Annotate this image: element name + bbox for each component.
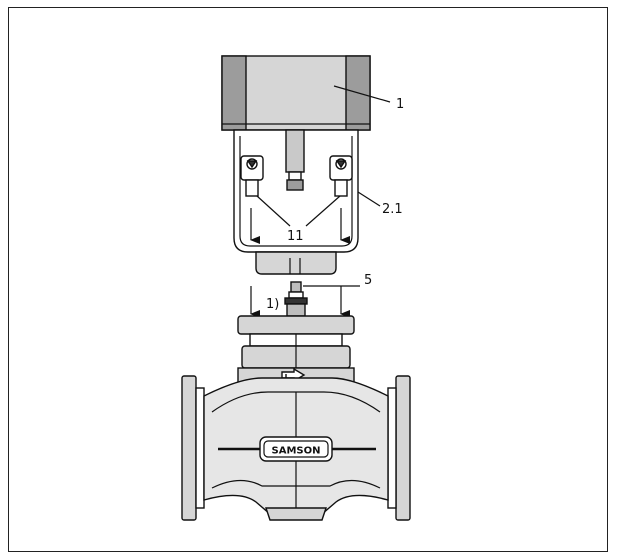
figure-frame [8,7,608,552]
screw-left [240,155,264,197]
yoke [233,129,359,275]
label-footnote-ref: 1) [266,297,279,312]
screw-right [329,155,353,197]
label-screws: 11 [287,229,304,244]
label-actuator: 1 [396,97,404,112]
plug-stem [284,281,308,317]
leader-screws-right [305,195,341,227]
leader-yoke [357,191,381,207]
leader-screws-left [256,195,291,227]
brand-plate: SAMSON [259,436,333,462]
label-plug-stem: 5 [364,273,372,288]
actuator [221,55,371,131]
brand-label: SAMSON [272,446,321,457]
bonnet [237,315,355,387]
leader-actuator [333,85,391,103]
label-yoke: 2.1 [382,202,403,217]
